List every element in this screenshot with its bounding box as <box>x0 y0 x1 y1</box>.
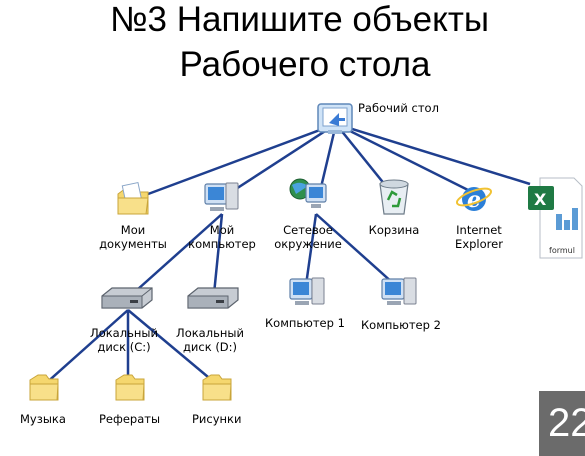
pictures-folder-icon <box>202 374 232 401</box>
computer-1-label: Компьютер 1 <box>265 316 345 330</box>
desktop-label: Рабочий стол <box>358 101 439 115</box>
my-computer-icon <box>204 182 239 211</box>
local-disk-c-label: Локальный диск (C:) <box>90 326 158 354</box>
slide-title-line-2: Рабочего стола <box>179 45 431 84</box>
connector-my-computer-disk-d <box>212 213 224 295</box>
connector-lines <box>43 122 531 386</box>
slide-number-box: 22 <box>539 391 585 456</box>
network-neighborhood-icon <box>289 178 327 208</box>
connector-disk-c-music <box>43 309 129 386</box>
my-computer-label: Мой компьютер <box>188 223 256 251</box>
connector-desktop-my-computer <box>221 122 337 200</box>
recycle-bin-icon <box>379 179 409 215</box>
excel-file-label: formul <box>549 246 575 255</box>
network-label: Сетевое окружение <box>274 223 342 251</box>
connector-my-computer-disk-c <box>127 213 223 299</box>
connector-network-computer-2 <box>315 213 395 285</box>
local-disk-d-label: Локальный диск (D:) <box>176 326 244 354</box>
connector-network-computer-1 <box>304 213 318 286</box>
essays-label: Рефераты <box>99 412 161 426</box>
internet-explorer-label: Internet Explorer <box>455 223 503 251</box>
excel-file-icon: X <box>528 177 583 259</box>
local-disk-d-icon <box>187 287 239 309</box>
music-label: Музыка <box>20 412 66 426</box>
connector-disk-c-pictures <box>127 309 215 383</box>
slide-number: 22 <box>548 401 585 445</box>
connector-desktop-my-documents <box>131 122 337 202</box>
computer-2-icon <box>381 277 417 305</box>
recycle-bin-label: Корзина <box>368 223 420 237</box>
my-documents-label: Мои документы <box>99 223 167 251</box>
my-documents-folder-icon <box>117 181 149 215</box>
slide-title-line-1: №3 Напишите объекты <box>110 0 490 39</box>
computer-2-label: Компьютер 2 <box>361 318 441 332</box>
desktop-icon <box>317 103 353 134</box>
local-disk-c-icon <box>101 287 153 309</box>
svg-text:e: e <box>467 187 481 213</box>
pictures-label: Рисунки <box>192 412 242 426</box>
computer-1-icon <box>289 277 325 305</box>
essays-folder-icon <box>115 374 145 401</box>
internet-explorer-icon: e <box>455 187 493 213</box>
connector-desktop-excel-file <box>335 122 531 186</box>
connector-desktop-internet-explorer <box>335 122 477 196</box>
music-folder-icon <box>29 374 59 401</box>
svg-text:X: X <box>534 190 547 209</box>
